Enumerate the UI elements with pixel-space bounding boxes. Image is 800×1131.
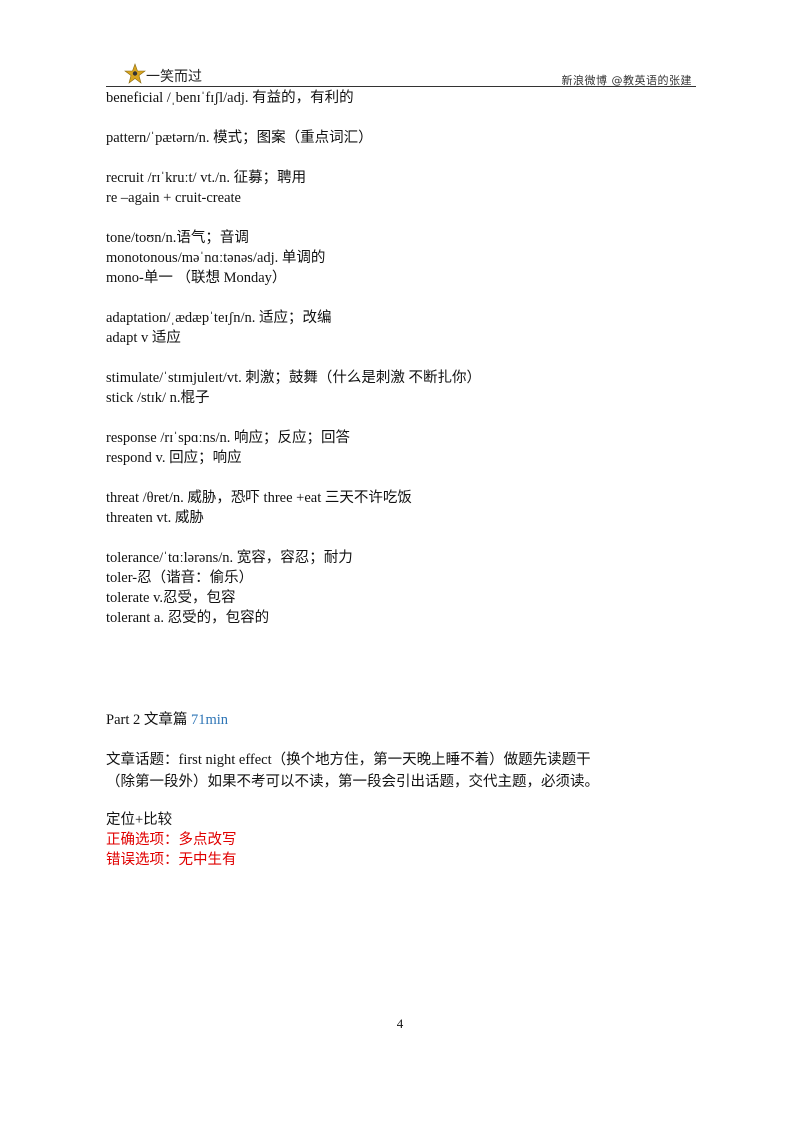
correct-option-rule: 正确选项：多点改写 bbox=[106, 832, 237, 848]
vocab-line: re –again + cruit-create bbox=[106, 190, 241, 206]
star-person-icon bbox=[124, 63, 146, 84]
vocab-line: tolerant a. 忍受的，包容的 bbox=[106, 610, 270, 626]
vocab-line: stimulate/ˈstɪmjuleɪt/vt. 刺激；鼓舞（什么是刺激 不断… bbox=[106, 370, 481, 386]
vocab-line: tolerate v.忍受，包容 bbox=[106, 590, 236, 606]
vocab-line: pattern/ˈpætərn/n. 模式；图案（重点词汇） bbox=[106, 130, 373, 146]
weibo-handle: 新浪微博 @教英语的张建 bbox=[561, 74, 692, 87]
vocab-line: monotonous/məˈnɑːtənəs/adj. 单调的 bbox=[106, 250, 326, 266]
part2-time: 71min bbox=[190, 712, 229, 728]
method-title: 定位+比较 bbox=[106, 812, 173, 828]
blank-line bbox=[106, 408, 706, 428]
article-instruction-line: （除第一段外）如果不考可以不读，第一段会引出话题，交代主题，必须读。 bbox=[106, 774, 599, 790]
blank-line bbox=[106, 528, 706, 548]
vocab-line: tone/toʊn/n.语气；音调 bbox=[106, 230, 249, 246]
article-topic-line: 文章话题：first night effect（换个地方住，第一天晚上睡不着）做… bbox=[106, 752, 591, 768]
wrong-option-rule: 错误选项：无中生有 bbox=[106, 852, 237, 868]
part2-heading: Part 2 文章篇 71min bbox=[106, 710, 706, 730]
page-header: 一笑而过 新浪微博 @教英语的张建 bbox=[106, 60, 696, 87]
vocab-line: response /rɪˈspɑːns/n. 响应；反应；回答 bbox=[106, 430, 350, 446]
part2-label: Part 2 文章篇 bbox=[106, 712, 191, 728]
blank-line bbox=[106, 468, 706, 488]
vocab-line: beneficial /ˌbenɪˈfɪʃl/adj. 有益的，有利的 bbox=[106, 90, 354, 106]
vocab-line: mono-单一 （联想 Monday） bbox=[106, 270, 287, 286]
blank-line bbox=[106, 288, 706, 308]
brand-name: 一笑而过 bbox=[146, 69, 202, 85]
vocabulary-list: beneficial /ˌbenɪˈfɪʃl/adj. 有益的，有利的 patte… bbox=[106, 88, 706, 628]
vocab-line: adaptation/ˌædæpˈteɪʃn/n. 适应；改编 bbox=[106, 310, 332, 326]
vocab-line: recruit /rɪˈkruːt/ vt./n. 征募；聘用 bbox=[106, 170, 307, 186]
page-number: 4 bbox=[396, 1016, 404, 1031]
blank-line bbox=[106, 148, 706, 168]
blank-line bbox=[106, 208, 706, 228]
page-content: beneficial /ˌbenɪˈfɪʃl/adj. 有益的，有利的 patte… bbox=[106, 88, 706, 870]
vocab-line: adapt v 适应 bbox=[106, 330, 181, 346]
vocab-line: respond v. 回应；响应 bbox=[106, 450, 242, 466]
vocab-line: threaten vt. 威胁 bbox=[106, 510, 204, 526]
blank-line bbox=[106, 108, 706, 128]
vocab-line: stick /stɪk/ n.棍子 bbox=[106, 390, 210, 406]
blank-line bbox=[106, 348, 706, 368]
vocab-line: threat /θret/n. 威胁，恐吓 three +eat 三天不许吃饭 bbox=[106, 490, 412, 506]
vocab-line: toler-忍（谐音：偷乐） bbox=[106, 570, 254, 586]
vocab-line: tolerance/ˈtɑːlərəns/n. 宽容，容忍；耐力 bbox=[106, 550, 353, 566]
